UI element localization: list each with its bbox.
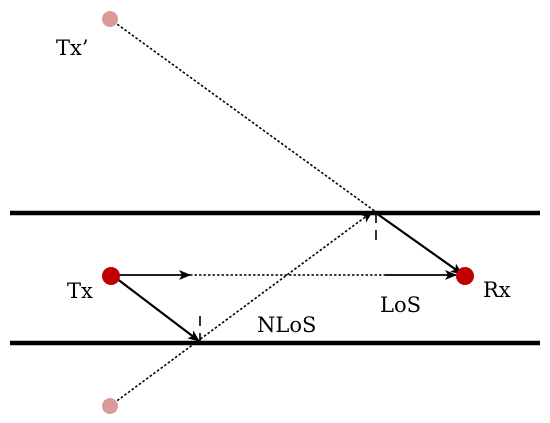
rx-label: Rx — [483, 278, 511, 302]
upper-image-ray — [109, 18, 377, 213]
tx-image-node-bottom — [102, 398, 118, 414]
tx-image-node-top — [102, 11, 118, 27]
reflected-ray — [375, 212, 463, 275]
tx-node — [102, 267, 120, 285]
tx-label: Tx — [67, 279, 93, 303]
rx-node — [456, 267, 474, 285]
los-label: LoS — [380, 293, 421, 317]
nlos-ray-incident — [111, 274, 200, 342]
nlos-label: NLoS — [257, 313, 316, 337]
lower-image-ray — [109, 211, 373, 407]
tx-image-label: Tx’ — [56, 36, 89, 60]
